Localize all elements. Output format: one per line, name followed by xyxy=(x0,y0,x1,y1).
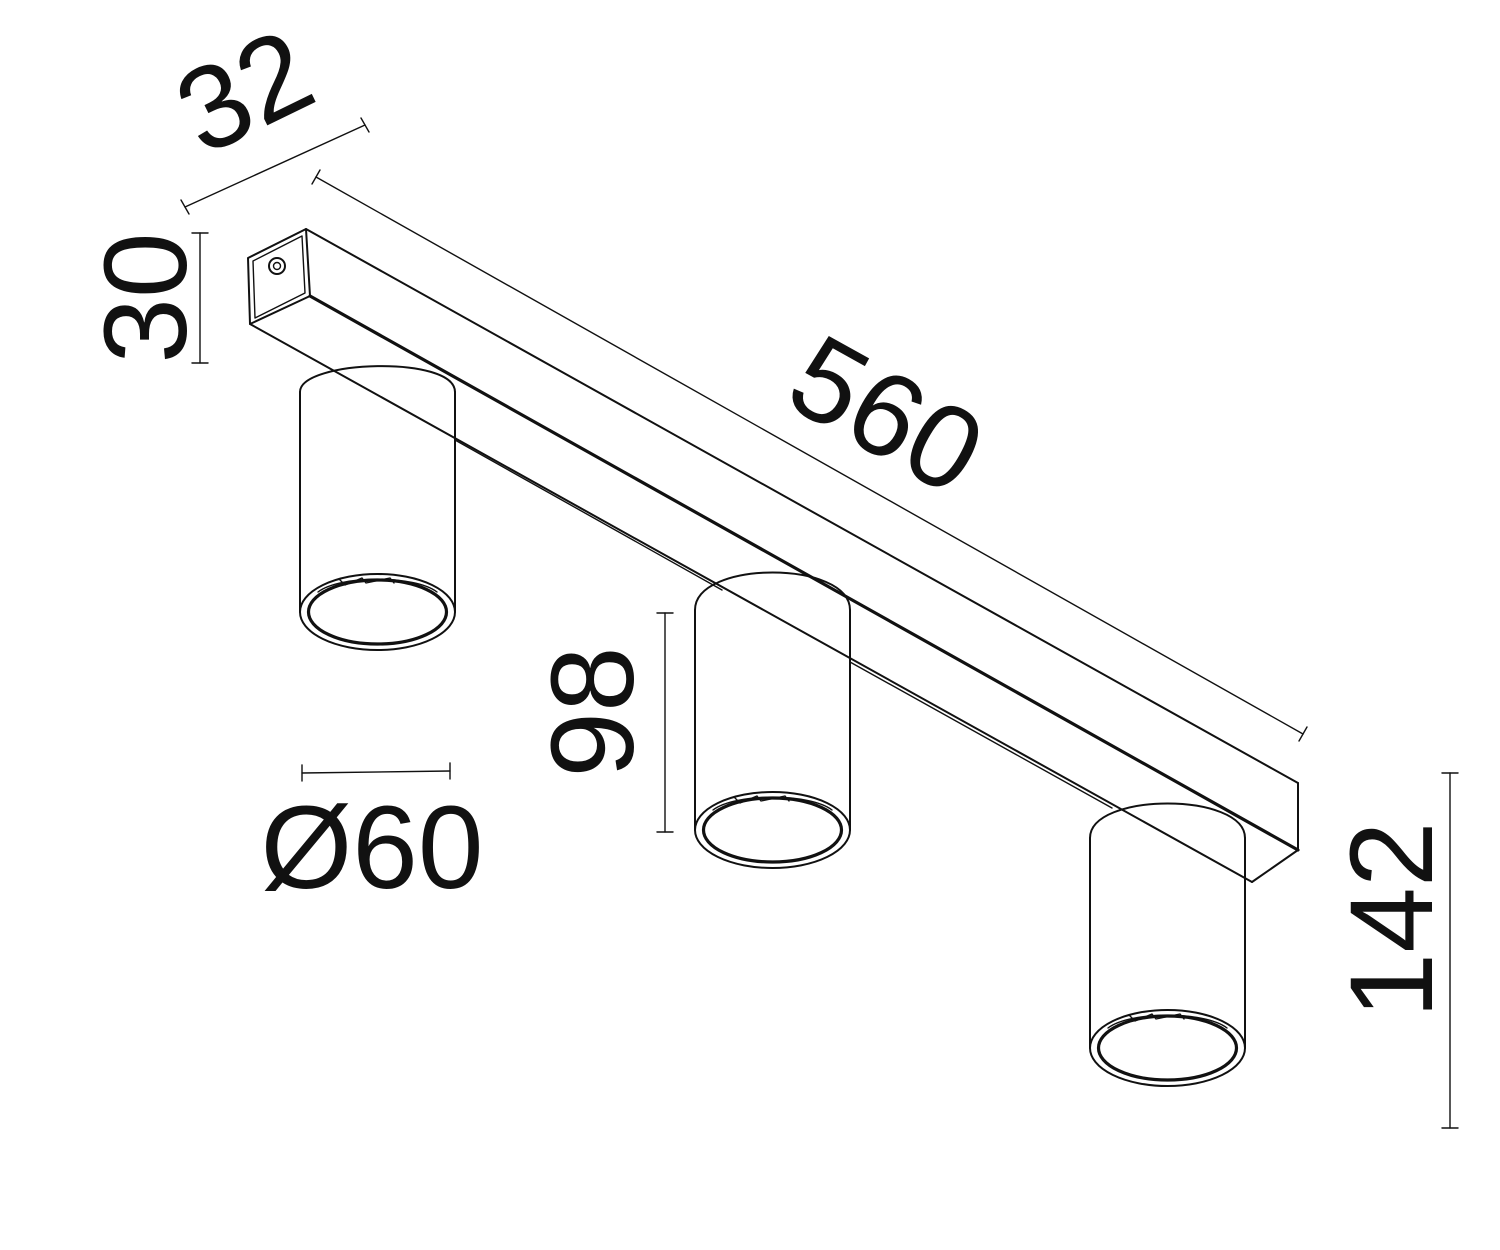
width-label: 32 xyxy=(157,4,333,180)
length-label: 560 xyxy=(768,310,1004,521)
dimension-line-height xyxy=(191,232,209,364)
spotlight-3 xyxy=(1089,802,1246,1087)
spot-height-label: 98 xyxy=(527,646,659,777)
dimension-line-spot-height xyxy=(656,612,674,833)
spotlight-2 xyxy=(694,571,851,869)
dimension-line-width xyxy=(180,117,370,215)
dimension-line-length xyxy=(311,169,1308,742)
height-label: 30 xyxy=(80,232,212,363)
spotlight-1 xyxy=(299,365,456,651)
end-cap-screw-icon xyxy=(268,257,286,275)
dimension-line-diameter xyxy=(301,762,451,782)
diameter-label: Ø60 xyxy=(260,782,483,914)
dimension-line-total-height xyxy=(1441,772,1459,1129)
track-bar xyxy=(247,228,1300,883)
track-end-cap-inner xyxy=(252,235,306,319)
total-height-label: 142 xyxy=(1326,822,1458,1019)
